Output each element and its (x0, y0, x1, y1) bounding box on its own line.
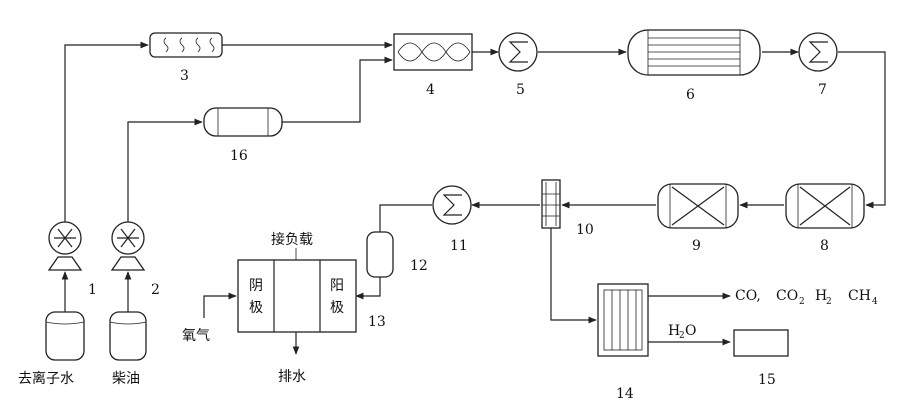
label-6: 6 (686, 87, 695, 103)
label-10: 10 (576, 222, 594, 238)
diesel-tank-icon (110, 312, 146, 360)
pipe-11-to-12 (380, 205, 432, 232)
condenser-14-icon (598, 284, 648, 356)
label-11: 11 (450, 238, 468, 254)
gas-co2-sub: 2 (799, 297, 805, 307)
load-label: 接负载 (271, 231, 313, 248)
label-5: 5 (516, 82, 525, 98)
reactor-8-icon (786, 184, 864, 228)
mixer-4-icon (394, 34, 472, 70)
label-12: 12 (410, 258, 428, 274)
gas-co2: CO (776, 288, 798, 304)
pipe-7-to-8 (838, 52, 885, 205)
piping (65, 45, 885, 354)
gas-ch4-sub: 4 (872, 297, 878, 307)
pipe-12-to-13 (356, 277, 380, 296)
label-7: 7 (818, 82, 827, 98)
label-16: 16 (230, 148, 248, 164)
water-o: O (685, 323, 696, 339)
anode-label-1: 阳 (330, 278, 344, 294)
label-2: 2 (151, 282, 160, 298)
separator-10-icon (542, 180, 560, 228)
vessel-16-icon (204, 108, 282, 136)
pipe-diesel-to-vessel (128, 122, 202, 222)
tank-15-icon (734, 330, 788, 356)
water-product-label: H 2 O (668, 323, 696, 341)
water-tank-icon (46, 312, 84, 360)
label-13: 13 (368, 314, 386, 330)
cathode-label-2: 极 (249, 300, 263, 316)
fuel-cell-13-icon (238, 260, 356, 332)
pipe-10-to-14 (551, 228, 596, 320)
heat-exchanger-11-icon (433, 186, 471, 224)
pump-2-icon (112, 222, 144, 270)
pipe-vessel-to-mixer (282, 60, 392, 122)
pump-1-icon (49, 222, 81, 270)
drain-label: 排水 (278, 369, 306, 385)
pipe-oxygen-in (204, 296, 236, 318)
gas-h2-sub: 2 (826, 297, 832, 307)
anode-label-2: 极 (330, 300, 344, 316)
label-9: 9 (692, 238, 701, 254)
label-1: 1 (88, 282, 97, 298)
water-sub: 2 (679, 331, 685, 341)
gas-products-label: CO, CO 2 H 2 CH 4 (735, 288, 878, 307)
label-3: 3 (180, 68, 189, 84)
label-4: 4 (426, 82, 435, 98)
label-8: 8 (820, 238, 829, 254)
heat-exchanger-7-icon (799, 33, 837, 71)
deionized-water-label: 去离子水 (18, 370, 74, 387)
gas-ch4: CH (848, 288, 871, 304)
heat-exchanger-5-icon (499, 33, 537, 71)
cathode-label-1: 阴 (249, 278, 263, 294)
label-15: 15 (758, 372, 776, 388)
reactor-9-icon (658, 184, 738, 228)
pipe-water-to-heater (65, 45, 148, 222)
heater-3-icon (150, 33, 222, 57)
label-14: 14 (616, 386, 634, 402)
reactor-6-icon (628, 30, 760, 75)
gas-co: CO, (735, 288, 761, 304)
diesel-label: 柴油 (112, 371, 140, 387)
vessel-12-icon (367, 232, 393, 277)
oxygen-label: 氧气 (182, 328, 210, 344)
